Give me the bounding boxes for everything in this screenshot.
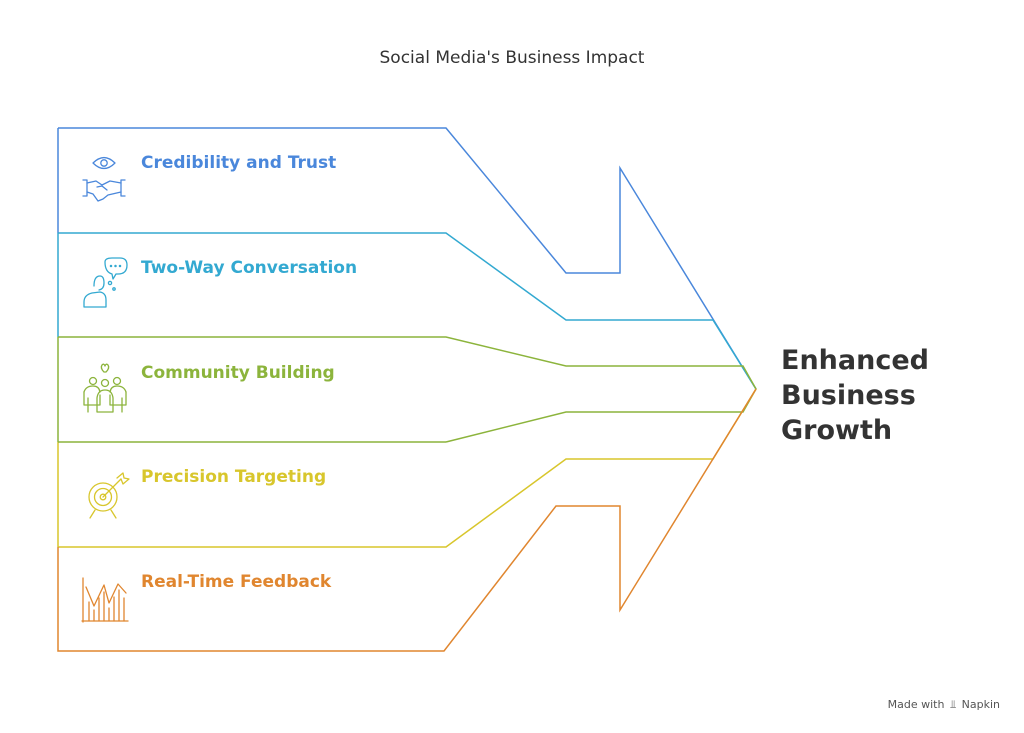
credit-prefix: Made with (887, 698, 945, 711)
target-arrow-icon (88, 472, 130, 519)
eye-handshake-icon (82, 156, 126, 202)
band-label-feedback: Real-Time Feedback (141, 572, 332, 592)
rising-chart-icon (81, 577, 129, 623)
result-line: Growth (781, 415, 893, 446)
band-outline-community (57, 336, 757, 443)
result-line: Business (781, 380, 916, 411)
result-line: Enhanced (781, 345, 929, 376)
band-label-credibility: Credibility and Trust (141, 153, 337, 173)
made-with-napkin-credit[interactable]: Made with ⫫ Napkin (888, 698, 1000, 712)
diagram-title: Social Media's Business Impact (379, 48, 645, 68)
band-label-conversation: Two-Way Conversation (141, 258, 358, 278)
credit-brand: Napkin (961, 698, 1000, 711)
result-label: Enhanced Business Growth (781, 343, 929, 448)
band-outline-feedback (57, 388, 757, 652)
person-speech-bubble-icon (83, 257, 128, 308)
napkin-logo-icon: ⫫ (949, 698, 957, 711)
group-heart-icon (83, 363, 127, 413)
band-outline-credibility (57, 127, 757, 390)
band-label-community: Community Building (141, 363, 335, 383)
band-label-targeting: Precision Targeting (141, 467, 327, 487)
band-outline-conversation (57, 232, 757, 390)
